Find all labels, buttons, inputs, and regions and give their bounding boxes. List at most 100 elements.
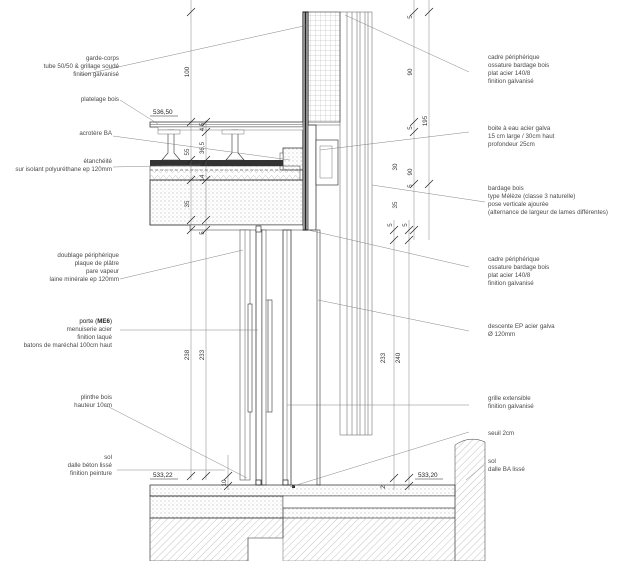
label-plinthe: plinthe bois hauteur 10cm	[74, 394, 112, 409]
svg-text:pose verticale ajourée: pose verticale ajourée	[488, 201, 549, 208]
svg-text:seuil 2cm: seuil 2cm	[488, 430, 514, 437]
dim-240: 240	[395, 352, 402, 363]
svg-text:dalle BA lissé: dalle BA lissé	[488, 466, 525, 473]
svg-text:garde-corps: garde-corps	[86, 55, 119, 62]
dim-195: 195	[422, 115, 429, 126]
seuil-ext-mark	[282, 479, 289, 486]
level-int: 533,22	[153, 472, 173, 479]
label-sol-int: sol dalle béton lissé finition peinture	[68, 454, 113, 477]
dim-5c: 5	[407, 126, 414, 130]
svg-text:ossature bardage bois: ossature bardage bois	[488, 264, 549, 271]
dim-36-5: 36,5	[199, 141, 206, 154]
svg-text:plaque de plâtre: plaque de plâtre	[75, 260, 120, 267]
svg-text:étanchéité: étanchéité	[83, 158, 112, 165]
svg-text:doublage périphérique: doublage périphérique	[57, 252, 119, 259]
label-porte: porte (ME6) menuiserie acier finition la…	[24, 318, 113, 349]
label-doublage: doublage périphérique plaque de plâtre p…	[50, 252, 120, 283]
garde-corps-grid	[302, 11, 372, 231]
svg-text:bardage bois: bardage bois	[488, 185, 524, 192]
svg-text:cadre périphérique: cadre périphérique	[488, 54, 540, 61]
svg-text:menuiserie acier: menuiserie acier	[67, 326, 112, 333]
svg-text:plinthe bois: plinthe bois	[81, 394, 112, 401]
label-grille: grille extensible finition galvanisé	[488, 395, 534, 410]
svg-text:finition galvanisé: finition galvanisé	[488, 78, 534, 85]
svg-text:15 cm large / 30cm haut: 15 cm large / 30cm haut	[488, 133, 555, 140]
dim-35a: 35	[184, 200, 191, 207]
svg-text:plat acier 140/8: plat acier 140/8	[488, 272, 531, 279]
dim-14: 14	[199, 174, 206, 181]
dim-5f: 5	[402, 223, 409, 227]
svg-text:Ø 120mm: Ø 120mm	[488, 331, 515, 338]
svg-text:finition galvanisé: finition galvanisé	[73, 71, 119, 78]
dim-35b: 35	[392, 201, 399, 208]
dim-5e: 5	[387, 223, 394, 227]
svg-text:acrotère BA: acrotère BA	[79, 130, 113, 137]
svg-text:grille extensible: grille extensible	[488, 395, 531, 402]
svg-text:(alternance de largeur de lame: (alternance de largeur de lames différen…	[488, 209, 608, 216]
svg-text:finition laqué: finition laqué	[77, 334, 112, 341]
dim-90a: 90	[407, 68, 414, 75]
dim-5d: 5	[407, 184, 414, 188]
dim-90b: 90	[407, 168, 414, 175]
label-boite: boite à eau acier galva 15 cm large / 30…	[488, 125, 555, 148]
label-seuil: seuil 2cm	[488, 430, 514, 437]
svg-text:tube 50/50 & grillage soudé: tube 50/50 & grillage soudé	[44, 63, 120, 70]
label-bardage: bardage bois type Mélèze (classe 3 natur…	[488, 185, 608, 216]
label-acrotere: acrotère BA	[79, 130, 113, 137]
leader-lines	[81, 14, 486, 488]
dim-4-5: 4,5	[199, 122, 206, 131]
grille-extensible	[282, 229, 321, 486]
platelage-bois	[149, 121, 304, 131]
svg-text:batons de maréchal 100cm haut: batons de maréchal 100cm haut	[24, 342, 113, 349]
label-sol-ext: sol dalle BA lissé	[488, 458, 525, 473]
label-cadre2: cadre périphérique ossature bardage bois…	[488, 256, 549, 287]
dim-5b: 5	[407, 15, 414, 19]
dimension-ticks	[186, 7, 434, 491]
svg-text:finition galvanisé: finition galvanisé	[488, 403, 534, 410]
svg-text:cadre périphérique: cadre périphérique	[488, 256, 540, 263]
svg-text:ossature bardage bois: ossature bardage bois	[488, 62, 549, 69]
label-cadre1: cadre périphérique ossature bardage bois…	[488, 54, 549, 85]
dim-233b: 233	[380, 352, 387, 363]
dimension-values: 100 4,5 36,5 55 14 35 5 238 233 10 5 90 …	[184, 15, 429, 489]
svg-text:sur isolant polyuréthane ep 12: sur isolant polyuréthane ep 120mm	[15, 166, 112, 173]
porte-menuiserie	[247, 225, 273, 486]
dim-55: 55	[184, 148, 191, 155]
level-ext: 533,20	[418, 472, 438, 479]
svg-text:pare vapeur: pare vapeur	[86, 268, 119, 275]
boite-a-eau	[307, 124, 340, 231]
svg-text:sol: sol	[104, 454, 112, 461]
svg-text:boite à eau acier galva: boite à eau acier galva	[488, 125, 551, 132]
dim-2: 2	[380, 485, 387, 489]
sol-dalle	[149, 438, 486, 561]
dim-30: 30	[392, 163, 399, 170]
seuil-mark	[255, 479, 262, 486]
svg-text:sol: sol	[488, 458, 496, 465]
label-garde-corps: garde-corps tube 50/50 & grillage soudé …	[44, 55, 120, 78]
svg-text:profondeur 25cm: profondeur 25cm	[488, 141, 535, 148]
dim-5a: 5	[199, 231, 206, 235]
label-etancheite: étanchéité sur isolant polyuréthane ep 1…	[15, 158, 112, 173]
level-marks: 536,50 533,22 533,20	[150, 109, 443, 480]
dim-10: 10	[221, 479, 228, 486]
dalle-toiture	[149, 179, 304, 231]
level-top: 536,50	[153, 109, 173, 116]
svg-text:hauteur 10cm: hauteur 10cm	[74, 402, 112, 409]
svg-text:finition galvanisé: finition galvanisé	[488, 280, 534, 287]
descente-base	[292, 485, 295, 488]
svg-text:finition peinture: finition peinture	[70, 470, 113, 477]
dim-233a: 233	[199, 349, 206, 360]
dim-100: 100	[184, 66, 191, 77]
svg-text:porte (ME6): porte (ME6)	[79, 318, 112, 325]
bardage-bois-lines	[339, 12, 373, 436]
svg-text:plat acier 140/8: plat acier 140/8	[488, 70, 531, 77]
dim-238: 238	[184, 349, 191, 360]
label-descente: descente EP acier galva Ø 120mm	[488, 323, 555, 338]
etancheite-isolant	[149, 160, 301, 181]
svg-text:dalle béton lissé: dalle béton lissé	[68, 462, 113, 469]
plot-supports	[157, 129, 245, 161]
svg-text:platelage bois: platelage bois	[81, 96, 119, 103]
svg-text:type Mélèze (classe 3 naturell: type Mélèze (classe 3 naturelle)	[488, 193, 575, 200]
label-platelage: platelage bois	[81, 96, 119, 103]
